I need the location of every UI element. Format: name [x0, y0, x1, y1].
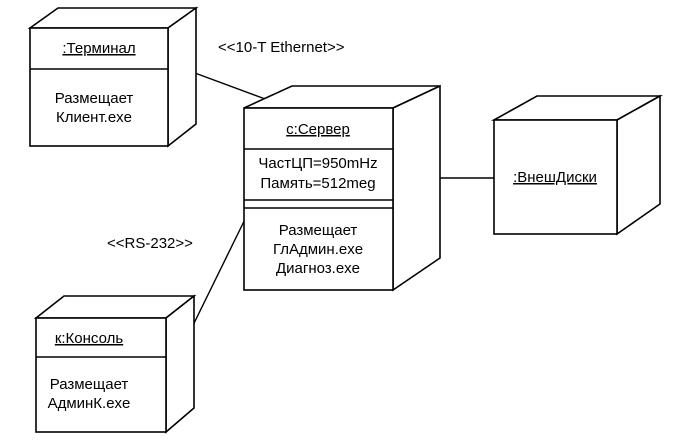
console-node-line-2: АдминК.exe — [48, 395, 131, 412]
disks-node[interactable]: :ВнешДиски — [490, 94, 664, 236]
terminal-node-side-face — [167, 6, 197, 148]
console-node-front-face — [35, 317, 167, 433]
terminal-node-front-face — [29, 27, 169, 147]
terminal-node-line-1: Размещает — [55, 90, 134, 107]
disks-node-title: :ВнешДиски — [513, 169, 597, 186]
server-node-front-face — [243, 107, 394, 291]
server-node-attribute-2: Память=512meg — [260, 175, 375, 192]
server-node-side-face — [392, 84, 441, 292]
server-node-line-2: ГлАдмин.exe — [273, 241, 363, 258]
ethernet-label: <<10-T Ethernet>> — [218, 39, 345, 56]
terminal-node-title: :Терминал — [62, 40, 135, 57]
server-node[interactable]: с:Сервер ЧастЦП=950mHz Память=512meg Раз… — [243, 84, 441, 292]
server-node-line-3: Диагноз.exe — [276, 260, 360, 277]
terminal-node-line-2: Клиент.exe — [56, 109, 132, 126]
console-node-line-1: Размещает — [50, 376, 129, 393]
server-node-line-1: Размещает — [279, 222, 358, 239]
server-node-attribute-1: ЧастЦП=950mHz — [258, 155, 377, 172]
console-node-title: к:Консоль — [55, 330, 124, 347]
disks-node-side-face — [616, 94, 661, 236]
server-node-title: с:Сервер — [286, 121, 350, 138]
terminal-node[interactable]: :Терминал Размещает Клиент.exe — [27, 6, 199, 148]
disks-node-front-face — [493, 119, 618, 235]
console-node-side-face — [165, 294, 195, 434]
console-node[interactable]: к:Консоль Размещает АдминК.exe — [33, 294, 197, 434]
rs232-label: <<RS-232>> — [107, 235, 193, 252]
